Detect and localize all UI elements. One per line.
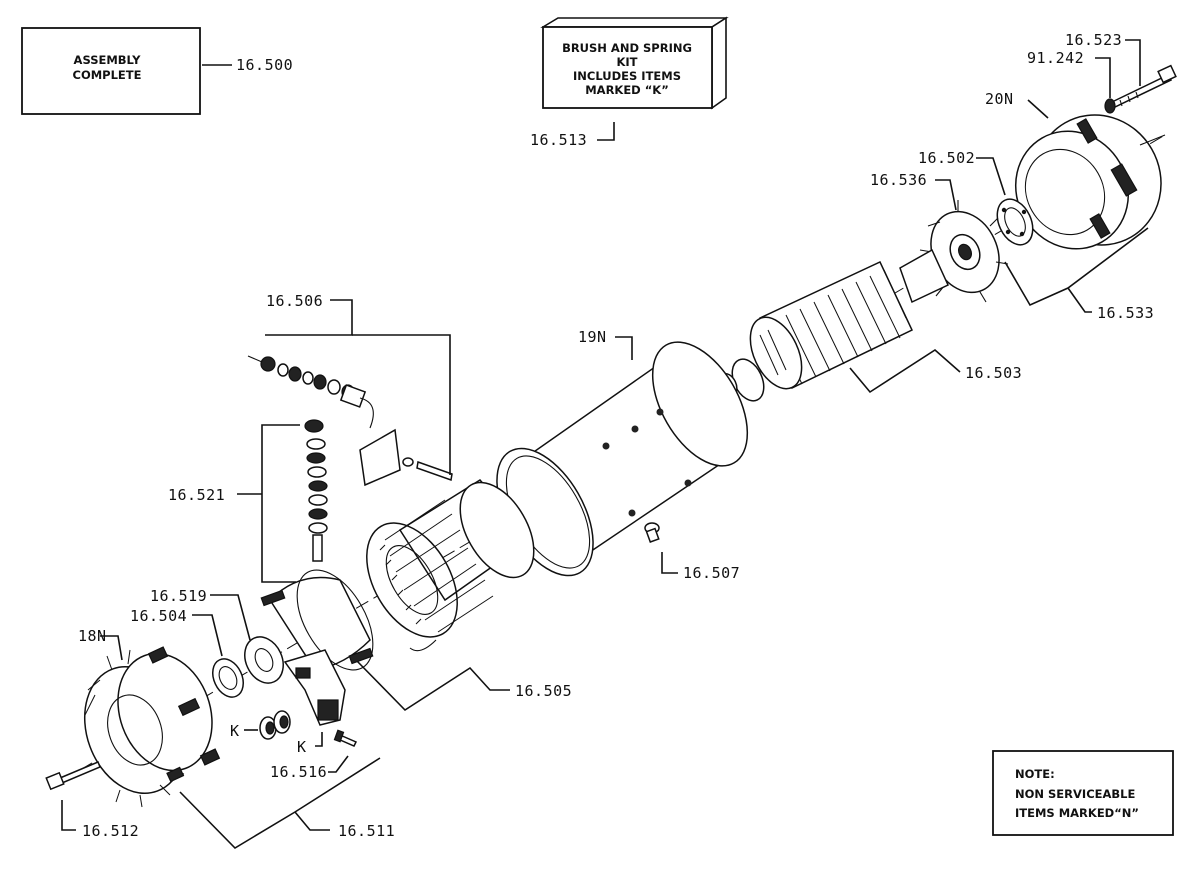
- label-16-513: 16.513: [530, 131, 587, 149]
- label-16-506: 16.506: [266, 292, 323, 310]
- label-16-516: 16.516: [270, 763, 327, 781]
- brush-holder-ring: [260, 569, 374, 671]
- assembly-line1: ASSEMBLY: [74, 53, 142, 67]
- label-18n: 18N: [78, 627, 107, 645]
- bearing-16-502: [996, 198, 1034, 246]
- end-head-18n: [83, 646, 221, 808]
- terminal-column-16-521: [304, 419, 328, 562]
- label-16-503: 16.503: [965, 364, 1022, 382]
- label-16-504: 16.504: [130, 607, 187, 625]
- fan-16-536: [919, 200, 1009, 303]
- kit-line1: BRUSH AND SPRING: [562, 41, 692, 55]
- label-k2: K: [297, 738, 307, 756]
- note-line2: NON SERVICEABLE: [1015, 787, 1135, 801]
- brush-spring-kit-box: BRUSH AND SPRING KIT INCLUDES ITEMS MARK…: [540, 16, 729, 110]
- label-16-523: 16.523: [1065, 31, 1122, 49]
- springs-k: [259, 710, 291, 740]
- washer-91-242: [1104, 98, 1116, 114]
- bolt-16-512: [45, 761, 101, 791]
- frame-19n: [496, 341, 749, 577]
- assembly-line2: COMPLETE: [73, 68, 142, 82]
- end-housing-20n: [1014, 114, 1166, 250]
- field-coil-16-505: [366, 479, 535, 652]
- label-16-533: 16.533: [1097, 304, 1154, 322]
- label-16-500: 16.500: [236, 56, 293, 74]
- label-16-536: 16.536: [870, 171, 927, 189]
- assembly-complete-box: ASSEMBLY COMPLETE: [21, 27, 201, 115]
- retainer-16-504: [212, 658, 244, 698]
- screw-16-507: [644, 522, 660, 543]
- kit-line3: INCLUDES ITEMS: [573, 69, 681, 83]
- label-16-507: 16.507: [683, 564, 740, 582]
- armature-16-503: [718, 248, 949, 402]
- label-k1: K: [230, 722, 240, 740]
- note-line3: ITEMS MARKED“N”: [1015, 806, 1139, 820]
- note-line1: NOTE:: [1015, 767, 1055, 781]
- bearing-16-519: [244, 636, 284, 684]
- label-16-511: 16.511: [338, 822, 395, 840]
- bolt-16-523: [1110, 64, 1177, 108]
- note-box: NOTE: NON SERVICEABLE ITEMS MARKED“N”: [992, 750, 1174, 836]
- label-16-505: 16.505: [515, 682, 572, 700]
- brush-set: [283, 649, 346, 726]
- label-16-519: 16.519: [150, 587, 207, 605]
- screw-16-516: [333, 729, 358, 747]
- label-16-502: 16.502: [918, 149, 975, 167]
- kit-line2: KIT: [616, 55, 637, 69]
- label-91-242: 91.242: [1027, 49, 1084, 67]
- label-20n: 20N: [985, 90, 1014, 108]
- label-16-521: 16.521: [168, 486, 225, 504]
- kit-line4: MARKED “K”: [585, 83, 669, 97]
- label-16-512: 16.512: [82, 822, 139, 840]
- label-19n: 19N: [578, 328, 607, 346]
- terminal-stack-16-506: [247, 355, 453, 487]
